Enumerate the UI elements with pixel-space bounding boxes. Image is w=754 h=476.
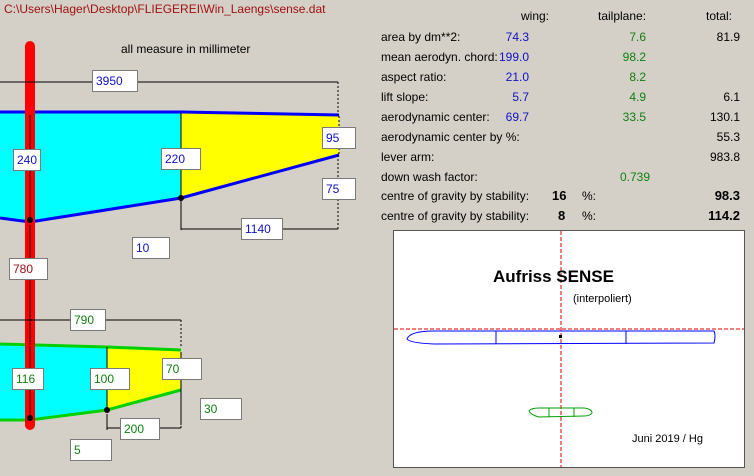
cg-total: 98.3 [714,188,740,203]
tail-mid-chord-input[interactable]: 100 [90,368,130,390]
stat-total: 6.1 [723,90,740,104]
stat-total: 983.8 [709,150,740,164]
measure-note: all measure in millimeter [121,42,251,56]
stat-tail: 8.2 [629,70,646,84]
file-path: C:\Users\Hager\Desktop\FLIEGEREI\Win_Lae… [4,2,326,16]
tail-root-offset-input[interactable]: 5 [70,439,112,461]
cg-unit: %: [582,189,597,203]
wing-outer-panel [181,113,339,198]
column-total: total: [706,9,733,23]
tail-root-chord-input[interactable]: 116 [12,368,44,390]
cg-total: 114.2 [708,208,740,223]
stat-tail: 4.9 [629,90,646,104]
stat-tail: 98.2 [622,50,646,64]
cg-stability-value[interactable]: 8 [558,208,566,223]
wing-mid-chord-input[interactable]: 220 [161,148,201,170]
stat-label: centre of gravity by stability: [381,189,530,203]
stat-tail: 33.5 [622,110,646,124]
stat-wing: 199.0 [498,50,529,64]
wing-root-chord-input[interactable]: 240 [13,149,41,171]
tail-tip-chord-input[interactable]: 70 [162,358,202,380]
wing-trailing-edge [0,153,340,224]
preview-footer: Juni 2019 / Hg [632,433,703,445]
planform-drawing [0,41,340,430]
wing-tip-chord-input[interactable]: 95 [322,127,356,149]
stat-label: lift slope: [381,90,429,104]
stat-label: mean aerodyn. chord: [381,50,498,64]
wing-inner-panel [0,113,181,222]
stat-wing: 69.7 [505,110,529,124]
aufriss-preview: Aufriss SENSE (interpoliert) Juni 2019 /… [393,230,745,468]
tail-tip-offset-input[interactable]: 30 [200,398,242,420]
fuselage-length-input[interactable]: 780 [9,258,48,280]
wing-inner-span-input[interactable]: 1140 [241,218,283,240]
stat-tail: 0.739 [619,170,650,184]
stat-label: centre of gravity by stability: [381,209,530,223]
wing-half-span-input[interactable]: 3950 [92,70,138,92]
preview-title: Aufriss SENSE [493,267,614,286]
column-tailplane: tailplane: [598,9,647,23]
stat-label: aerodynamic center by %: [381,130,520,144]
preview-subtitle: (interpoliert) [573,293,632,305]
stat-total: 130.1 [709,110,740,124]
stat-wing: 5.7 [512,90,529,104]
stat-total: 81.9 [716,30,740,44]
wing-tip-offset-input[interactable]: 75 [322,178,356,200]
tail-inner-span-input[interactable]: 200 [120,418,160,440]
stat-label: lever arm: [381,150,435,164]
stat-label: down wash factor: [381,170,478,184]
column-wing: wing: [521,9,550,23]
stat-label: area by dm**2: [381,30,461,44]
wing-root-offset-input[interactable]: 10 [132,237,170,259]
stat-wing: 74.3 [505,30,529,44]
cg-unit: %: [582,209,597,223]
stat-wing: 21.0 [505,70,529,84]
stat-total: 55.3 [716,130,740,144]
stat-label: aspect ratio: [381,70,447,84]
tail-trailing-edge [0,388,182,422]
stat-label: aerodynamic center: [381,110,490,124]
preview-drawing [394,231,744,467]
stat-tail: 7.6 [629,30,646,44]
wing-outline [0,110,340,117]
cg-stability-value[interactable]: 16 [552,188,567,203]
tail-half-span-input[interactable]: 790 [70,309,106,331]
